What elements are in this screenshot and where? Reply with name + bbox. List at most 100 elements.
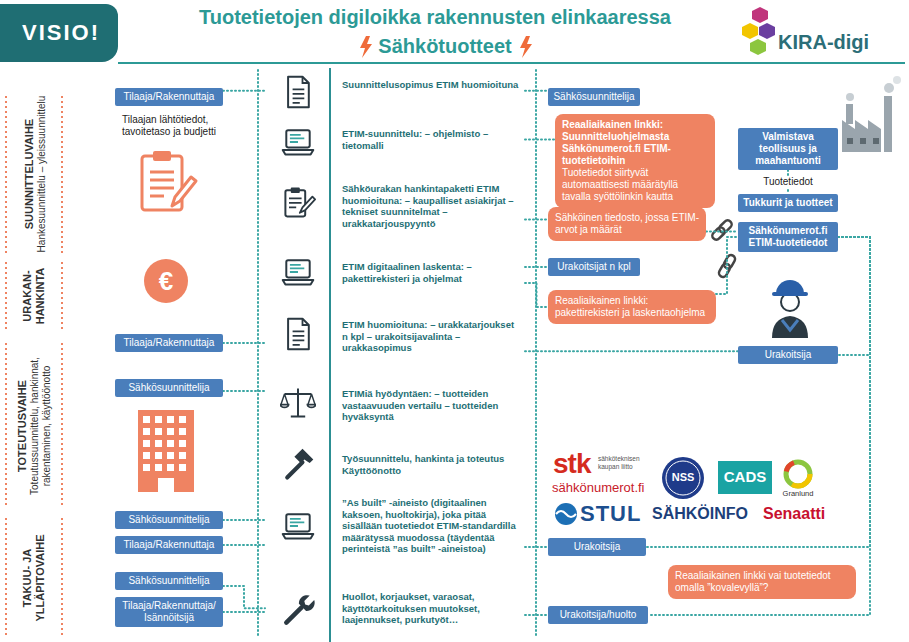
- stul-logo: [555, 503, 577, 525]
- node-heading: Huollot, korjaukset, varaosat, käyttötar…: [342, 591, 521, 626]
- connector: [525, 90, 548, 92]
- node-heading: ETIM-suunnittelu: – ohjelmisto – tietoma…: [342, 128, 521, 151]
- building-illustration: [138, 410, 194, 492]
- connector: [223, 586, 265, 608]
- node-heading: Sähköinen tiedosto, jossa ETIM-arvot ja …: [555, 212, 699, 236]
- lightning-icon: [360, 36, 372, 58]
- phase-name: TOTEUTUSVAIHE: [16, 342, 29, 510]
- link-callout: Reaaliaikainen linkki vai tuotetiedot om…: [668, 565, 856, 599]
- actor-box: Urakoitsija/huolto: [548, 606, 648, 624]
- connector: [223, 342, 265, 344]
- actor-box: Sähkösuunnittelija: [115, 379, 223, 397]
- tab-title: VISIO!: [8, 20, 114, 45]
- connector: [525, 283, 548, 307]
- node-heading: Urakoitsijat n kpl: [552, 261, 636, 273]
- node-heading: ETIM digitaalinen laskenta: – pakettirek…: [342, 261, 521, 284]
- node-heading: ”As built” -aineisto (digitaalinen kakso…: [342, 497, 521, 555]
- step-text: ETIM-suunnittelu: – ohjelmisto – tietoma…: [265, 125, 525, 154]
- clipboard-illustration: [142, 151, 196, 210]
- node-heading: Suunnittelusopimus ETIM huomioituna: [342, 79, 521, 91]
- link-callout: Reaaliaikainen linkki: Suunnitteluohjelm…: [555, 114, 715, 208]
- step-text: ”As built” -aineisto (digitaalinen kakso…: [265, 494, 525, 558]
- connector: [223, 544, 265, 546]
- actor-box: Tilaaja/Rakennuttaja/ Isännöitsijä: [115, 597, 223, 627]
- connector: [223, 90, 265, 92]
- node-heading: Urakoitsija/huolto: [552, 609, 644, 621]
- logo-text: CADS: [718, 468, 772, 485]
- source-box: Tukkurit ja tuotteet: [738, 194, 838, 212]
- node-heading: Tilaaja/Rakennuttaja/ Isännöitsijä: [119, 600, 219, 624]
- laptop-icon: [283, 260, 314, 284]
- logo-text: SÄHKÖINFO: [652, 505, 758, 523]
- node-heading: Reaaliaikainen linkki vai tuotetiedot om…: [675, 570, 849, 594]
- connector: [223, 611, 265, 613]
- node-heading: Sähkösuunnittelija: [119, 514, 219, 526]
- link-callout: Sähköinen tiedosto, jossa ETIM-arvot ja …: [548, 207, 706, 241]
- node-heading: Tilaaja/Rakennuttaja: [119, 539, 219, 551]
- wrench-icon: [286, 595, 314, 622]
- node-heading: Tilaaja/Rakennuttaja: [119, 91, 219, 103]
- connector: [525, 350, 738, 352]
- node-heading: Sähkönumerot.fi ETIM-tuotetiedot: [742, 225, 834, 249]
- logo-text: NSS: [659, 471, 707, 484]
- actor-box: Sähkösuunnittelija: [548, 88, 640, 106]
- laptop-icon: [283, 514, 314, 538]
- granlund-logo: [786, 462, 810, 486]
- node-heading: Urakoitsija: [742, 349, 834, 361]
- factory-illustration: [842, 76, 901, 152]
- node-heading: Urakoitsija: [552, 541, 642, 553]
- step-text: ETIM huomioituna: – urakkatarjoukset n k…: [265, 316, 525, 357]
- currency-symbol: €: [146, 264, 186, 298]
- node-heading: Sähkösuunnittelija: [119, 382, 219, 394]
- actor-box: Urakoitsijat n kpl: [548, 258, 640, 276]
- phase-band: TAKUU- JA YLLÄPITOVAIHE: [10, 518, 58, 638]
- source-box: Sähkönumerot.fi ETIM-tuotetiedot: [738, 222, 838, 252]
- header-tab: [0, 4, 118, 62]
- logo-text: stk: [553, 449, 595, 479]
- actor-box: Tilaaja/Rakennuttaja: [115, 334, 223, 352]
- connector: [525, 614, 548, 616]
- timeline-line: [329, 68, 331, 642]
- node-heading: Tilaaja/Rakennuttaja: [119, 337, 219, 349]
- step-text: Huollot, korjaukset, varaosat, käyttötar…: [265, 588, 525, 629]
- connector: [525, 139, 555, 141]
- connector: [525, 219, 548, 221]
- link-callout: Reaaliaikainen linkki: pakettirekisteri …: [548, 290, 716, 324]
- step-text: Työsuunnittelu, hankinta ja toteutus Käy…: [265, 450, 525, 479]
- phase-separator: [6, 96, 62, 638]
- node-heading: ETIM huomioituna: – urakkatarjoukset n k…: [342, 319, 521, 354]
- actor-box: Urakoitsija: [738, 346, 838, 364]
- node-heading: Valmistava teollisuus ja maahantuonti: [742, 131, 834, 167]
- logo-text: STUL: [580, 501, 650, 526]
- phase-name: SUUNNITTELUVAIHE: [22, 92, 35, 257]
- lightning-icon: [520, 36, 532, 58]
- logo-text: KIRA-digi: [778, 31, 893, 54]
- step-text: ETIM digitaalinen laskenta: – pakettirek…: [265, 258, 525, 287]
- logo-text: sähköteknisen kaupan liitto: [598, 455, 650, 470]
- chain-icon: [711, 219, 734, 242]
- connector: [525, 266, 548, 268]
- scales-icon: [280, 389, 315, 417]
- logo-cubes: [742, 7, 775, 55]
- diagram-title: Tuotetietojen digiloikka rakennusten eli…: [125, 6, 745, 29]
- cads-logo: [718, 461, 772, 494]
- phase-band: SUUNNITTELUVAIHEHankesuunnittelu – yleis…: [10, 92, 58, 257]
- node-heading: Sähkösuunnittelija: [119, 575, 219, 587]
- phase-band: TOTEUTUSVAIHEToteutussuunnittelu, hankin…: [9, 342, 59, 510]
- logo-text: Senaatti: [763, 505, 848, 523]
- clipboard-icon: [285, 188, 315, 217]
- connector: [838, 237, 870, 355]
- step-text: Sähköurakan hankintapaketti ETIM huomioi…: [265, 180, 525, 232]
- node-heading: Työsuunnittelu, hankinta ja toteutus Käy…: [342, 453, 521, 476]
- phase-band: URAKAN-HANKINTA: [10, 261, 58, 331]
- node-heading: Sähköurakan hankintapaketti ETIM huomioi…: [342, 183, 521, 229]
- actor-box: Tilaaja/Rakennuttaja: [115, 88, 223, 106]
- source-box: Valmistava teollisuus ja maahantuonti: [738, 128, 838, 170]
- hammer-icon: [287, 449, 313, 478]
- phase-detail: Hankesuunnittelu – yleissuunnittelu: [35, 92, 47, 257]
- worker-illustration: [772, 280, 808, 338]
- subtitle: Sähkötuotteet: [370, 35, 520, 58]
- node-heading: ETIMiä hyödyntäen: – tuotteiden vastaavu…: [342, 388, 521, 423]
- connector: [646, 237, 870, 547]
- actor-box: Tilaaja/Rakennuttaja: [115, 536, 223, 554]
